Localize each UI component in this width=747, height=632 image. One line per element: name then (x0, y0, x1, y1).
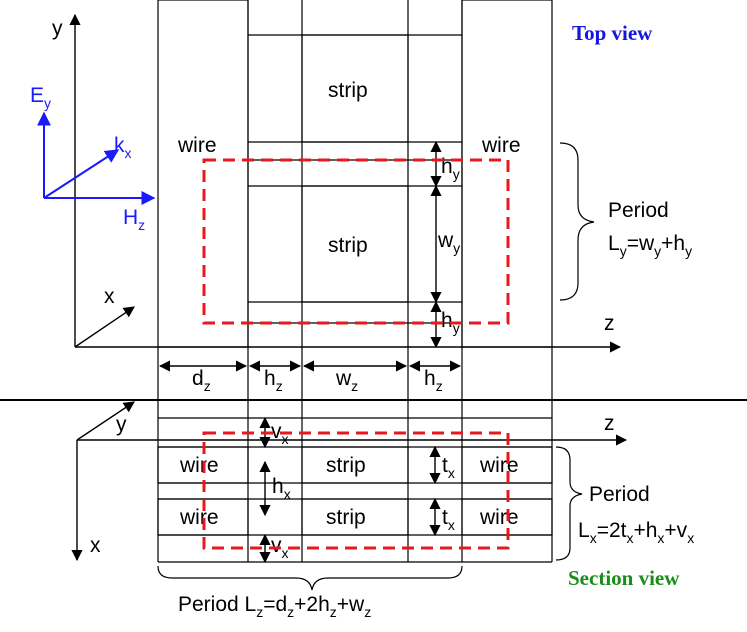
hz2-label: hz (424, 367, 443, 394)
wy-label: wy (437, 229, 460, 256)
top-unit-cell (202, 158, 510, 325)
section-strip-label-2: strip (326, 506, 366, 529)
section-wire-label-4: wire (479, 506, 519, 529)
section-unit-cell (202, 431, 510, 550)
vx-label: vx (271, 420, 289, 447)
top-strip-upper-label: strip (328, 79, 368, 102)
period-z-formula: Period Lz=dz+2hz+wz (178, 593, 371, 620)
section-wire-label-2: wire (479, 454, 519, 477)
k-vector-label: kx (114, 134, 132, 161)
section-y-axis (76, 401, 135, 441)
section-view-title: Section view (568, 566, 680, 590)
vx2-label: vx (271, 534, 289, 561)
hx-label: hx (272, 475, 291, 502)
section-wire-label-1: wire (179, 454, 219, 477)
top-y-label: y (52, 17, 63, 40)
hy-label: hy (441, 155, 460, 182)
top-z-label: z (604, 312, 615, 335)
section-y-label: y (116, 413, 127, 436)
wz-label: wz (335, 367, 358, 394)
section-z-label: z (604, 412, 615, 435)
period-z-brace (157, 565, 463, 591)
section-x-label: x (90, 534, 101, 557)
section-wire-label-3: wire (179, 506, 219, 529)
top-view: y x z Ey kx Hz wire wire strip strip hy … (30, 0, 692, 400)
hz-label: hz (264, 367, 283, 394)
period-x-title: Period (589, 483, 650, 506)
top-wire-right-label: wire (481, 134, 521, 157)
top-x-axis (74, 306, 135, 348)
period-y-formula: Ly=wy+hy (608, 232, 692, 259)
tx2-label: tx (442, 506, 455, 533)
tx-label: tx (442, 454, 455, 481)
hy2-label: hy (441, 309, 460, 336)
section-strip-label-1: strip (326, 454, 366, 477)
e-field-label: Ey (30, 84, 51, 111)
top-wire-left-label: wire (177, 134, 217, 157)
h-field-label: Hz (123, 206, 145, 233)
period-x-formula: Lx=2tx+hx+vx (578, 519, 694, 546)
top-view-title: Top view (572, 21, 653, 45)
k-vector-arrow (43, 149, 120, 199)
top-strip-lower-label: strip (328, 234, 368, 257)
dz-label: dz (192, 367, 211, 394)
period-y-title: Period (608, 199, 669, 222)
period-x-brace (555, 446, 583, 561)
dimension-row: dz hz wz hz (158, 360, 462, 394)
period-y-brace (559, 142, 595, 301)
section-view: y x z wire strip wire wire strip wire vx… (71, 400, 694, 620)
top-x-label: x (104, 285, 115, 308)
